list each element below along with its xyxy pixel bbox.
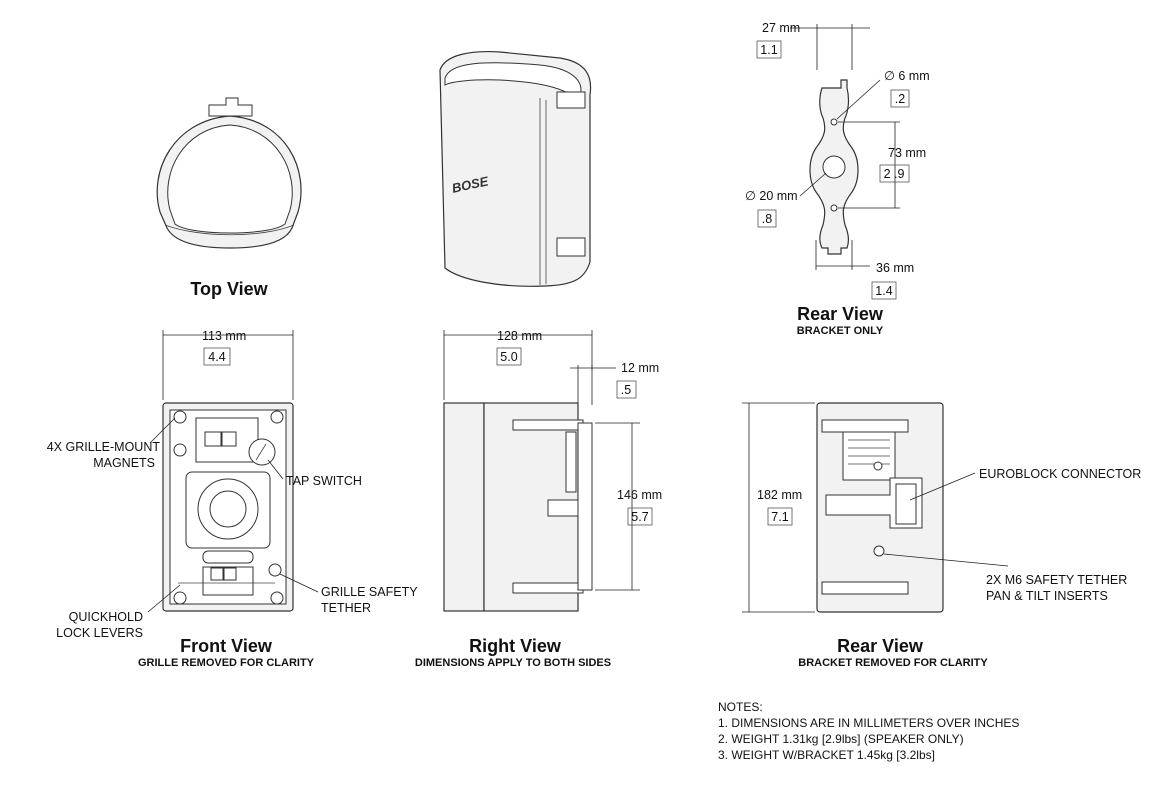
top-view-title: Top View: [190, 279, 268, 299]
bracket-width-in: 1.1: [760, 43, 777, 57]
bracket-offset-in: .5: [621, 383, 631, 397]
front-view-drawing: 113 mm 4.4 4X GRILLE-MOUNT MAGNETS TAP S…: [47, 329, 418, 669]
magnets-callout-line2: MAGNETS: [93, 456, 155, 470]
rear-view-subtitle: BRACKET REMOVED FOR CLARITY: [798, 657, 988, 669]
bracket-offset-mm: 12 mm: [621, 361, 659, 375]
rear-view-drawing: 182 mm 7.1 EUROBLOCK CONNECTOR 2X M6 SAF…: [742, 402, 1141, 669]
top-view-drawing: Top View: [156, 97, 302, 299]
bracket-hole-in: .2: [895, 92, 905, 106]
m6-callout-line2: PAN & TILT INSERTS: [986, 589, 1108, 603]
tap-switch-callout: TAP SWITCH: [286, 474, 362, 488]
depth-in: 5.0: [500, 350, 517, 364]
iso-view-drawing: BOSE: [439, 50, 592, 287]
bracket-base-mm: 36 mm: [876, 261, 914, 275]
note-1: 1. DIMENSIONS ARE IN MILLIMETERS OVER IN…: [718, 716, 1020, 730]
rear-view-title: Rear View: [837, 636, 924, 656]
front-width-mm: 113 mm: [202, 329, 246, 343]
front-view-title: Front View: [180, 636, 273, 656]
bracket-center-in: .8: [762, 212, 772, 226]
notes-heading: NOTES:: [718, 700, 763, 714]
magnets-callout-line1: 4X GRILLE-MOUNT: [47, 440, 161, 454]
bracket-view-drawing: 27 mm 1.1 ∅ 6 mm .2 73 mm 2 .9 ∅ 20 mm .…: [745, 21, 930, 337]
right-view-subtitle: DIMENSIONS APPLY TO BOTH SIDES: [415, 657, 611, 669]
rear-height-in: 7.1: [771, 510, 788, 524]
note-3: 3. WEIGHT W/BRACKET 1.45kg [3.2lbs]: [718, 748, 935, 762]
quickhold-line2: LOCK LEVERS: [56, 626, 143, 640]
bracket-center-mm: ∅ 20 mm: [745, 189, 798, 203]
quickhold-line1: QUICKHOLD: [69, 610, 143, 624]
side-height-in: 5.7: [631, 510, 648, 524]
bracket-width-mm: 27 mm: [762, 21, 800, 35]
right-view-drawing: 128 mm 5.0 12 mm .5 146 mm 5.7 Right Vie…: [415, 329, 662, 669]
bracket-hole-mm: ∅ 6 mm: [884, 69, 930, 83]
m6-callout-line1: 2X M6 SAFETY TETHER: [986, 573, 1127, 587]
rear-height-mm: 182 mm: [757, 488, 802, 502]
right-view-title: Right View: [469, 636, 562, 656]
bracket-spacing-mm: 73 mm: [888, 146, 926, 160]
bracket-base-in: 1.4: [875, 284, 892, 298]
note-2: 2. WEIGHT 1.31kg [2.9lbs] (SPEAKER ONLY): [718, 732, 964, 746]
notes-block: NOTES: 1. DIMENSIONS ARE IN MILLIMETERS …: [718, 699, 1019, 763]
front-width-in: 4.4: [208, 350, 225, 364]
bracket-view-subtitle: BRACKET ONLY: [797, 325, 884, 337]
grille-tether-line1: GRILLE SAFETY: [321, 585, 418, 599]
depth-mm: 128 mm: [497, 329, 542, 343]
bracket-spacing-in: 2 .9: [884, 167, 905, 181]
front-view-subtitle: GRILLE REMOVED FOR CLARITY: [138, 657, 315, 669]
side-height-mm: 146 mm: [617, 488, 662, 502]
bracket-view-title: Rear View: [797, 304, 884, 324]
euroblock-callout: EUROBLOCK CONNECTOR: [979, 467, 1141, 481]
grille-tether-line2: TETHER: [321, 601, 371, 615]
